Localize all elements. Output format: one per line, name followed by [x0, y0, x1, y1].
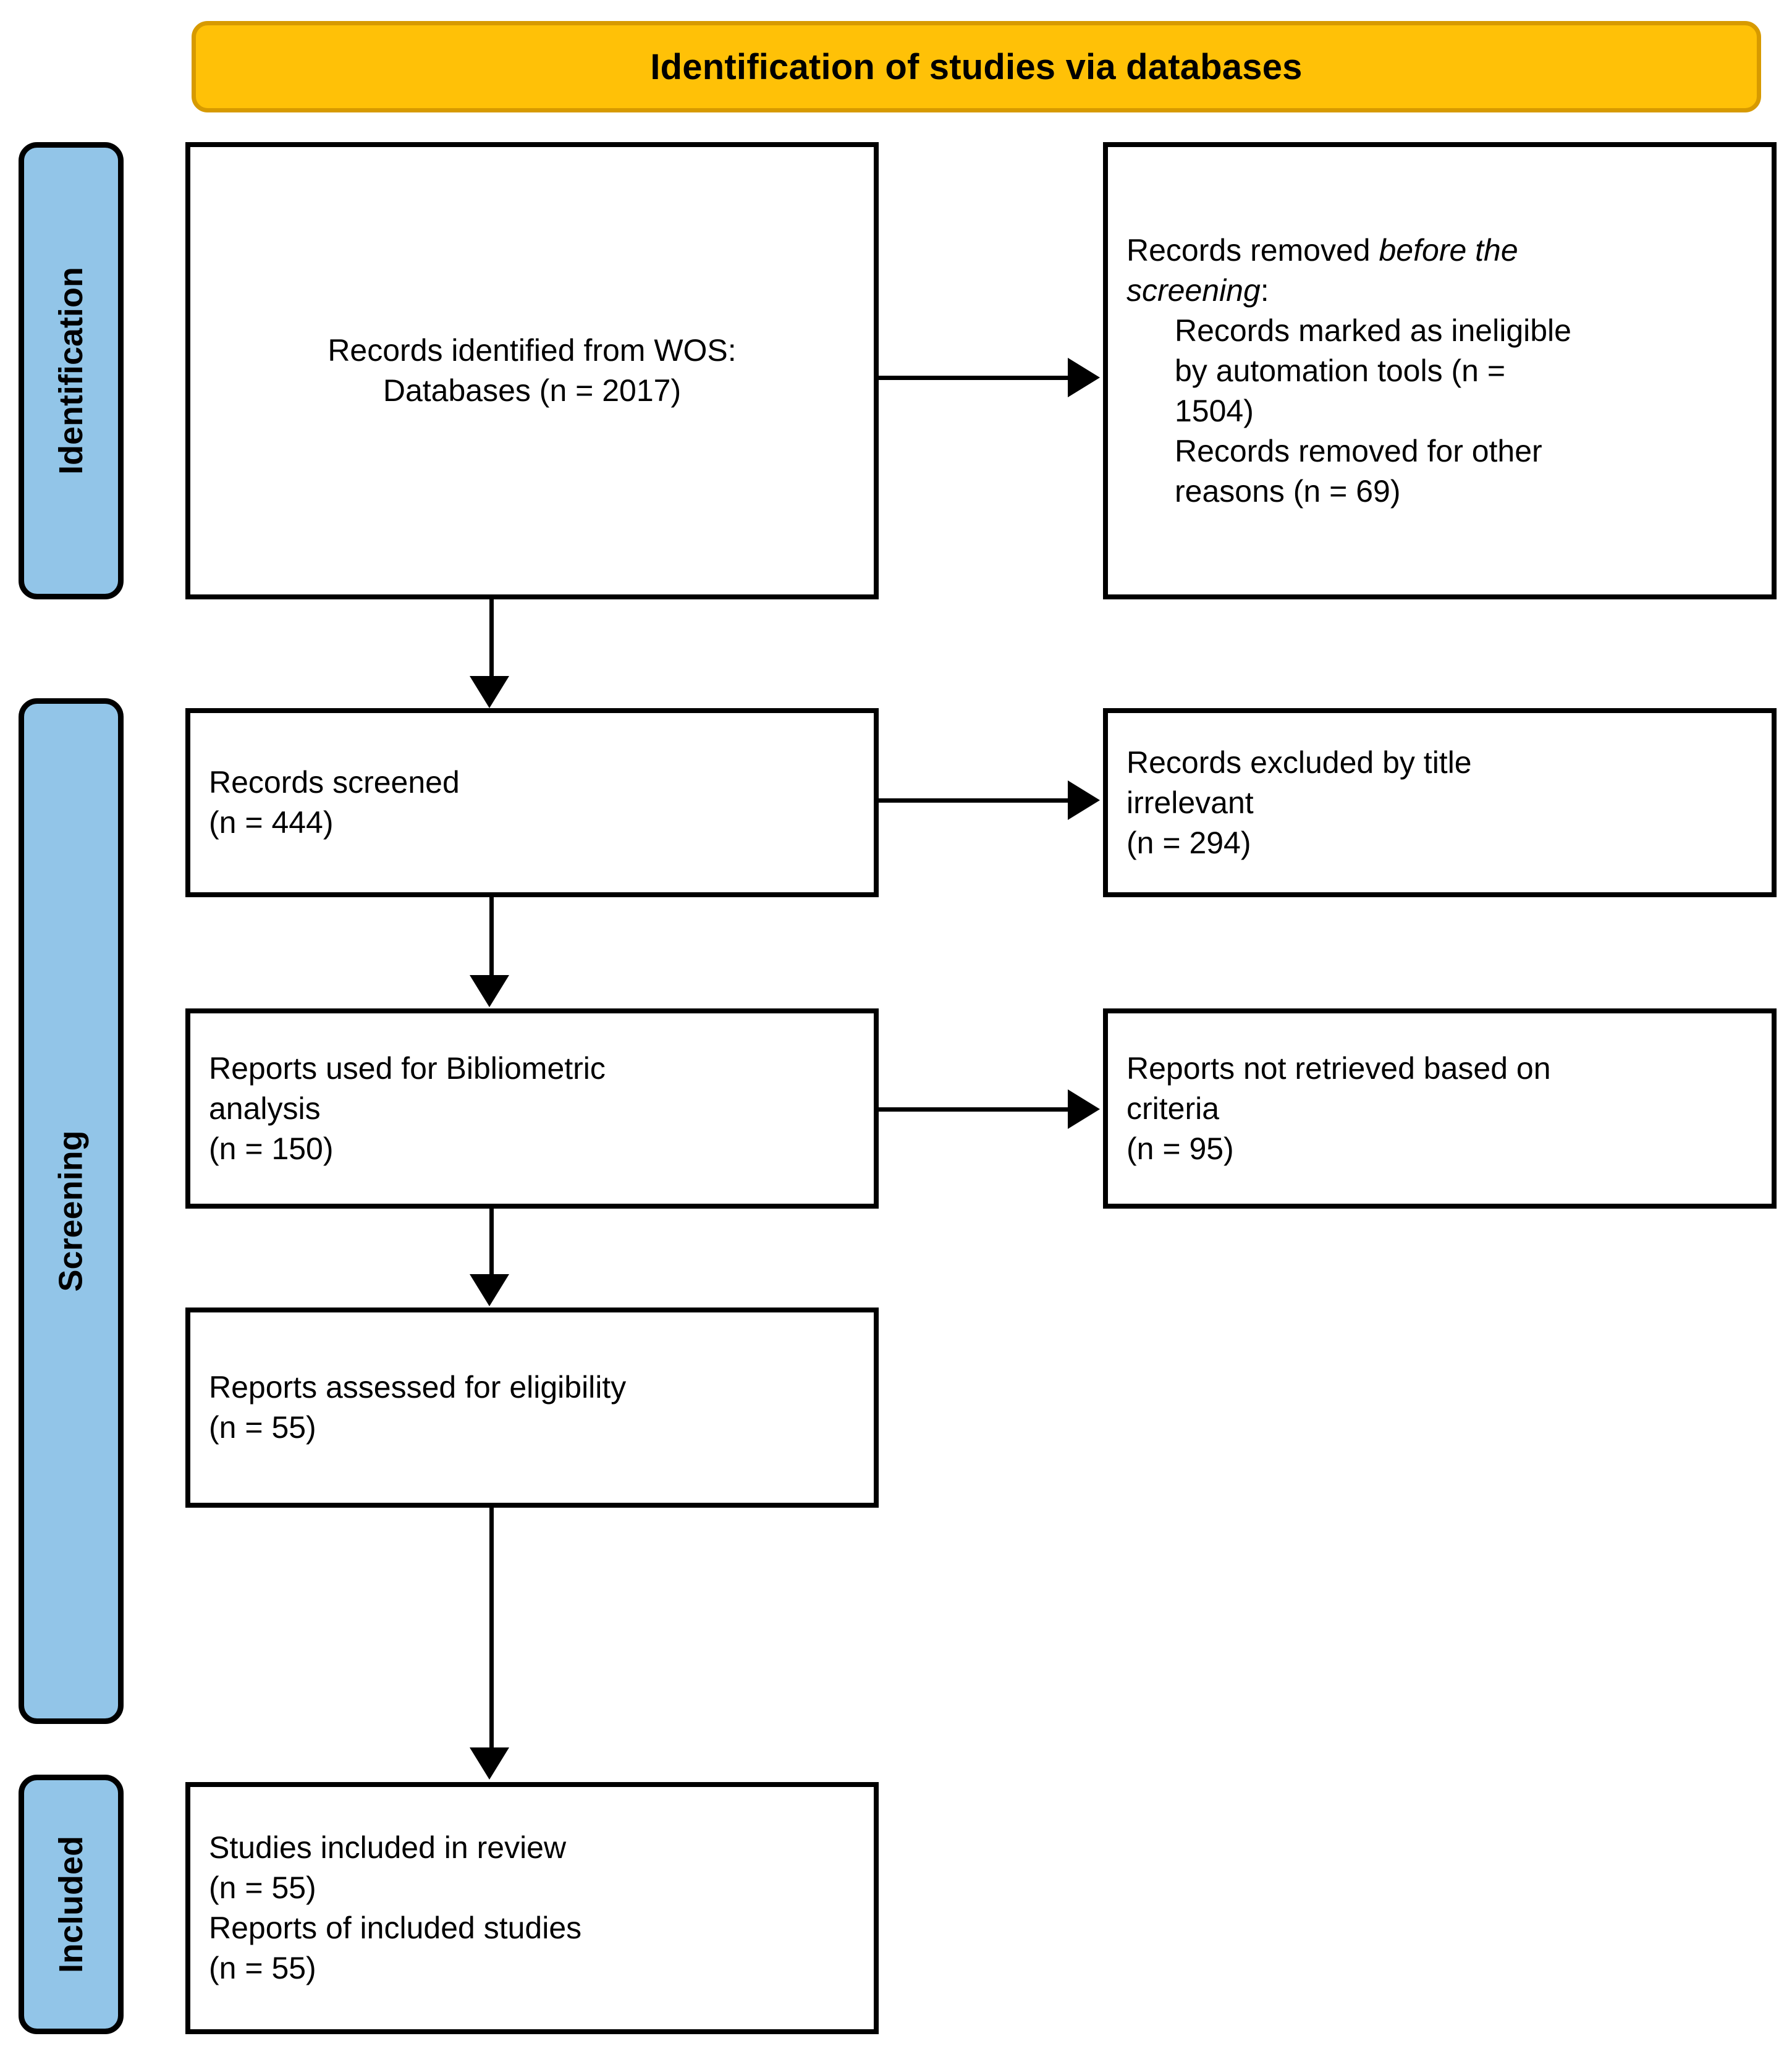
records-removed-heading-prefix: Records removed [1126, 232, 1379, 268]
arrow-right-icon-identified-to-removed [1068, 358, 1100, 397]
arrow-down-icon-eligibility-to-included [470, 1747, 509, 1780]
stage-label-included-text: Included [53, 1835, 90, 1974]
reports-bibliometric-line2: analysis [209, 1091, 321, 1126]
records-excluded-line1: Records excluded by title [1126, 745, 1472, 780]
box-records-identified: Records identified from WOS: Databases (… [185, 142, 879, 599]
connector-bibliometric-to-eligibility-line [489, 1209, 494, 1278]
reports-eligibility-line1: Reports assessed for eligibility [209, 1370, 627, 1405]
stage-label-included: Included [19, 1775, 124, 2034]
records-excluded-line3: (n = 294) [1126, 825, 1251, 860]
studies-included-line3: Reports of included studies [209, 1911, 582, 1945]
page-title: Identification of studies via databases [650, 46, 1303, 87]
connector-eligibility-to-included-line [489, 1508, 494, 1750]
records-removed-item1-line2: by automation tools (n = [1175, 353, 1506, 388]
arrow-down-icon-screened-to-bibliometric [470, 975, 509, 1007]
records-identified-line2: Databases (n = 2017) [382, 373, 682, 408]
box-records-excluded: Records excluded by title irrelevant (n … [1103, 708, 1777, 897]
records-removed-item2-line1: Records removed for other [1175, 433, 1542, 468]
reports-eligibility-line2: (n = 55) [209, 1410, 316, 1445]
connector-bibliometric-to-notretrieved-line [879, 1107, 1070, 1112]
connector-identified-to-removed-line [879, 376, 1070, 380]
records-removed-heading-colon: : [1260, 272, 1269, 308]
connector-identified-to-screened-line [489, 599, 494, 680]
records-excluded-line2: irrelevant [1126, 785, 1254, 820]
records-removed-heading-italic-2: screening [1126, 272, 1261, 308]
arrow-down-icon-bibliometric-to-eligibility [470, 1274, 509, 1306]
connector-screened-to-excluded-line [879, 798, 1070, 803]
box-reports-eligibility: Reports assessed for eligibility (n = 55… [185, 1308, 879, 1508]
stage-label-identification: Identification [19, 142, 124, 599]
records-identified-line1: Records identified from WOS: [328, 333, 737, 368]
header-banner: Identification of studies via databases [192, 21, 1761, 112]
stage-label-screening-text: Screening [53, 1130, 90, 1292]
records-removed-item1-line1: Records marked as ineligible [1175, 313, 1571, 348]
reports-bibliometric-line1: Reports used for Bibliometric [209, 1050, 606, 1086]
reports-not-retrieved-line1: Reports not retrieved based on [1126, 1050, 1551, 1086]
records-screened-line2: (n = 444) [209, 805, 334, 840]
studies-included-line4: (n = 55) [209, 1951, 316, 1985]
reports-not-retrieved-line3: (n = 95) [1126, 1131, 1234, 1166]
box-reports-not-retrieved: Reports not retrieved based on criteria … [1103, 1008, 1777, 1209]
reports-not-retrieved-line2: criteria [1126, 1091, 1220, 1126]
records-removed-item1-line3: 1504) [1175, 393, 1254, 428]
arrow-down-icon-identified-to-screened [470, 676, 509, 708]
records-removed-item2-line2: reasons (n = 69) [1175, 473, 1401, 509]
records-removed-heading: Records removed before the [1126, 230, 1753, 271]
stage-label-identification-text: Identification [53, 267, 90, 475]
records-removed-heading-italic-1: before the [1379, 232, 1518, 268]
arrow-right-icon-screened-to-excluded [1068, 780, 1100, 820]
reports-bibliometric-line3: (n = 150) [209, 1131, 334, 1166]
records-removed-heading-2: screening: [1126, 271, 1753, 311]
box-records-removed: Records removed before the screening: Re… [1103, 142, 1777, 599]
box-studies-included: Studies included in review (n = 55) Repo… [185, 1782, 879, 2034]
connector-screened-to-bibliometric-line [489, 897, 494, 978]
arrow-right-icon-bibliometric-to-notretrieved [1068, 1089, 1100, 1129]
studies-included-line1: Studies included in review [209, 1830, 567, 1865]
box-reports-bibliometric: Reports used for Bibliometric analysis (… [185, 1008, 879, 1209]
box-records-screened: Records screened (n = 444) [185, 708, 879, 897]
studies-included-line2: (n = 55) [209, 1870, 316, 1905]
stage-label-screening: Screening [19, 698, 124, 1724]
records-screened-line1: Records screened [209, 765, 460, 800]
